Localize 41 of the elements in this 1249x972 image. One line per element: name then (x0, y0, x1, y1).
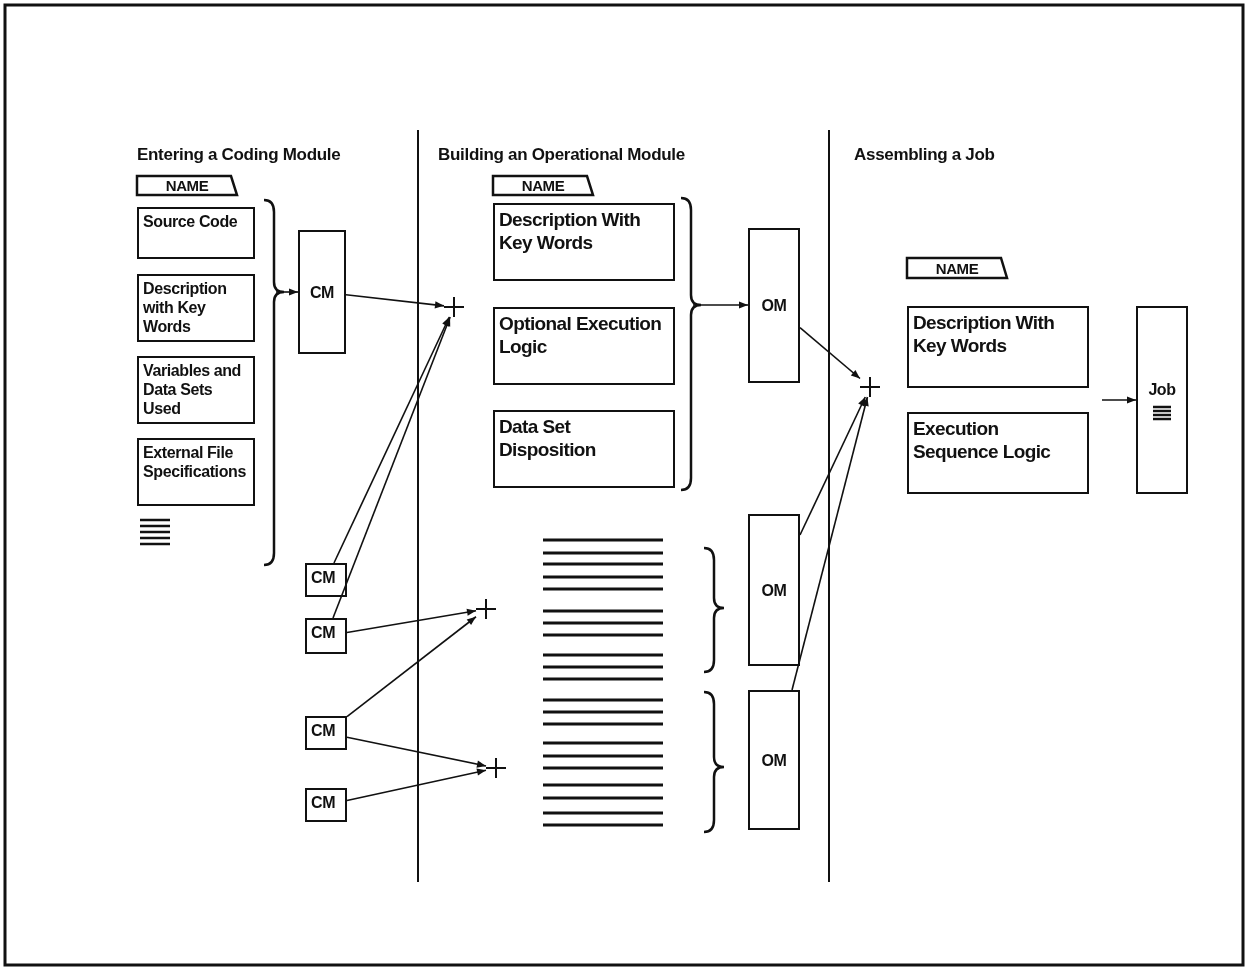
module-box: CM (298, 230, 346, 354)
process-box: CM (305, 618, 347, 654)
process-box: Variables and Data Sets Used (137, 356, 255, 424)
arrow (1101, 396, 1137, 404)
arrow (799, 326, 861, 380)
junction-cross (486, 758, 506, 778)
junction-cross (476, 599, 496, 619)
junction-cross (444, 297, 464, 317)
process-box: CM (305, 716, 347, 750)
module-box: OM (748, 514, 800, 666)
column-heading: Entering a Coding Module (137, 145, 341, 165)
arrow (332, 316, 451, 619)
process-box: Description With Key Words (907, 306, 1089, 388)
arrow (346, 608, 477, 634)
process-box: Description with Key Words (137, 274, 255, 342)
name-tab: NAME (907, 258, 1007, 278)
process-box: Optional Execution Logic (493, 307, 675, 385)
process-box: CM (305, 563, 347, 597)
name-tab: NAME (493, 176, 593, 195)
arrow (346, 615, 477, 718)
process-box: External File Specifications (137, 438, 255, 506)
process-box: Source Code (137, 207, 255, 259)
junction-cross (860, 377, 880, 397)
module-box: OM (748, 690, 800, 830)
name-tab: NAME (137, 176, 237, 195)
module-box: OM (748, 228, 800, 383)
process-box: Description With Key Words (493, 203, 675, 281)
arrow (275, 288, 299, 296)
column-heading: Assembling a Job (854, 145, 995, 165)
process-box: Data Set Disposition (493, 410, 675, 488)
module-box: Job (1136, 306, 1188, 494)
process-box: Execution Sequence Logic (907, 412, 1089, 494)
arrow (346, 768, 487, 802)
arrow (333, 316, 451, 564)
arrow (799, 396, 867, 536)
arrow (692, 301, 749, 309)
arrow (791, 396, 869, 691)
column-heading: Building an Operational Module (438, 145, 685, 165)
process-box: CM (305, 788, 347, 822)
arrow (345, 293, 445, 309)
arrow (346, 736, 487, 768)
